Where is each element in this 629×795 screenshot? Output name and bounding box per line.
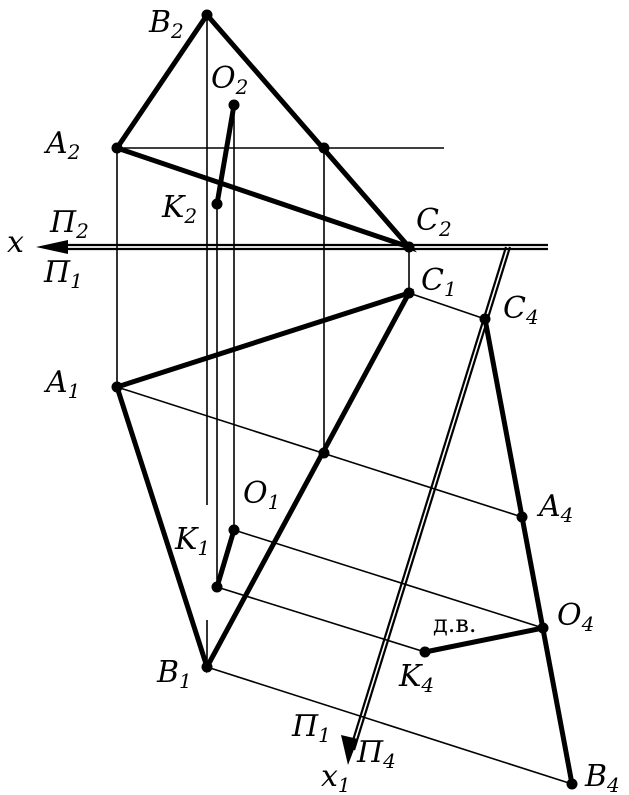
label-b1: B1 xyxy=(156,655,192,693)
point-c4 xyxy=(479,313,491,325)
point-k1 xyxy=(211,581,223,593)
label-k1: K1 xyxy=(174,522,210,560)
point-o4 xyxy=(537,622,549,634)
point-a1 xyxy=(111,381,123,393)
object-lines xyxy=(114,10,575,787)
x-axis-arrow xyxy=(36,240,68,254)
segment-o4-k4-true-length xyxy=(422,625,546,655)
label-x1: x1 xyxy=(321,759,351,795)
label-pi4: Π4 xyxy=(356,735,396,773)
label-c4: C4 xyxy=(503,291,539,329)
label-a1: A1 xyxy=(43,365,80,403)
label-k2: K2 xyxy=(161,190,197,228)
label-pi1-lower: Π1 xyxy=(291,709,331,747)
label-x: x xyxy=(7,225,24,260)
x1-axis xyxy=(341,246,512,765)
point-o2 xyxy=(228,99,240,111)
label-k4: K4 xyxy=(398,659,434,697)
label-pi2: Π2 xyxy=(49,205,89,243)
segment-o1-k1 xyxy=(214,527,237,590)
x-axis xyxy=(36,240,548,254)
point-aux1 xyxy=(318,447,330,459)
construction-lines xyxy=(116,15,573,785)
segment-o2-k2 xyxy=(214,102,237,207)
true-length-annotation: д.в. xyxy=(433,610,477,638)
point-a2 xyxy=(111,142,123,154)
x1-axis-arrow xyxy=(341,735,358,765)
label-b4: B4 xyxy=(584,759,620,795)
triangle-top-view xyxy=(114,288,415,674)
point-o1 xyxy=(228,524,240,536)
label-pi1: Π1 xyxy=(43,255,83,293)
edge-view-c4-b4 xyxy=(482,316,575,787)
point-aux2 xyxy=(318,142,330,154)
label-o2: O2 xyxy=(211,61,248,99)
points xyxy=(111,9,578,790)
label-o4: O4 xyxy=(557,598,594,636)
label-a4: A4 xyxy=(536,489,573,527)
point-b4 xyxy=(566,778,578,790)
label-c1: C1 xyxy=(421,263,457,301)
point-b2 xyxy=(201,9,213,21)
point-c1 xyxy=(403,287,415,299)
point-k2 xyxy=(211,198,223,210)
point-c2 xyxy=(403,241,415,253)
point-k4 xyxy=(419,646,431,658)
label-c2: C2 xyxy=(416,203,452,241)
triangle-front-view xyxy=(114,10,417,253)
point-a4 xyxy=(516,511,528,523)
label-o1: O1 xyxy=(243,476,280,514)
label-b2: B2 xyxy=(148,5,184,43)
label-a2: A2 xyxy=(43,126,80,164)
labels: B2 O2 A2 K2 C2 x Π2 Π1 C1 C4 A1 A4 O1 K1… xyxy=(7,5,620,795)
point-b1 xyxy=(201,661,213,673)
